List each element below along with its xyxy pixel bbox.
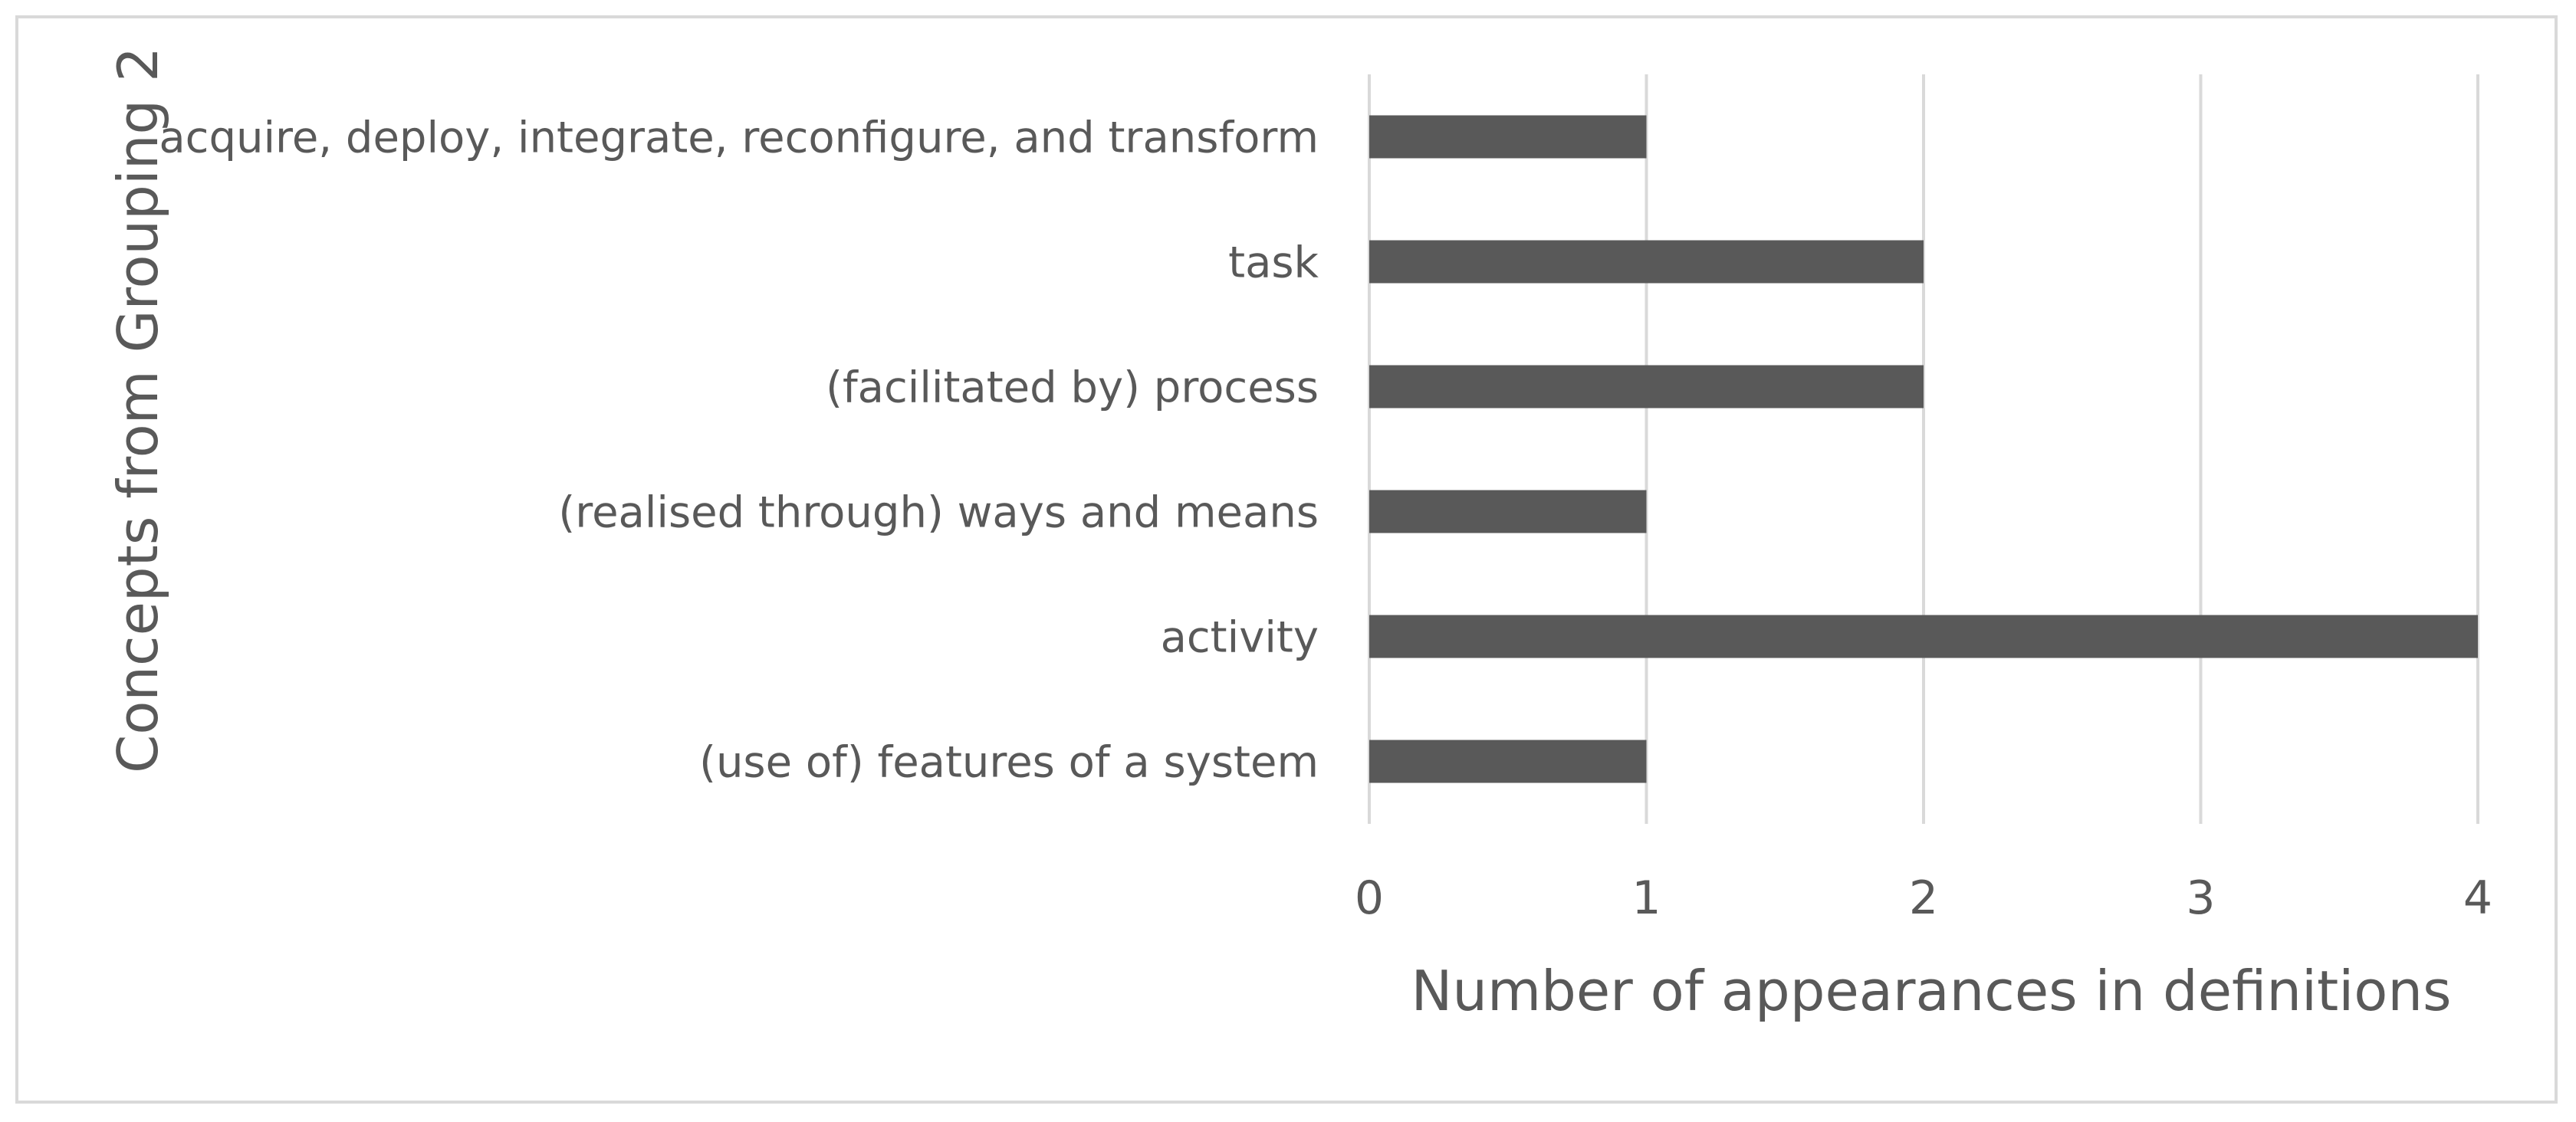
bar [1369,115,1647,159]
category-label: acquire, deploy, integrate, reconfigure,… [159,113,1319,163]
x-tick-label: 3 [2186,871,2215,925]
category-label: (facilitated by) process [826,363,1319,413]
x-axis-title: Number of appearances in definitions [1411,959,2452,1023]
x-tick-label: 4 [2463,871,2492,925]
category-label: (realised through) ways and means [558,488,1319,538]
y-axis-title: Concepts from Grouping 2 [106,47,170,773]
gridlines [1368,74,2479,824]
bar [1369,740,1647,783]
x-tick-label: 0 [1355,871,1384,925]
x-tick-label: 2 [1909,871,1938,925]
category-labels: acquire, deploy, integrate, reconfigure,… [159,113,1319,788]
x-tick-labels: 0 1 2 3 4 [1355,871,2492,925]
bar [1369,615,2478,658]
bar [1369,365,1924,408]
x-tick-label: 1 [1631,871,1661,925]
chart-frame [15,15,2558,1104]
bar [1369,240,1924,284]
category-label: activity [1161,613,1319,663]
category-label: task [1228,238,1319,288]
bar [1369,490,1647,533]
category-label: (use of) features of a system [699,738,1319,788]
bars [1369,115,2478,783]
